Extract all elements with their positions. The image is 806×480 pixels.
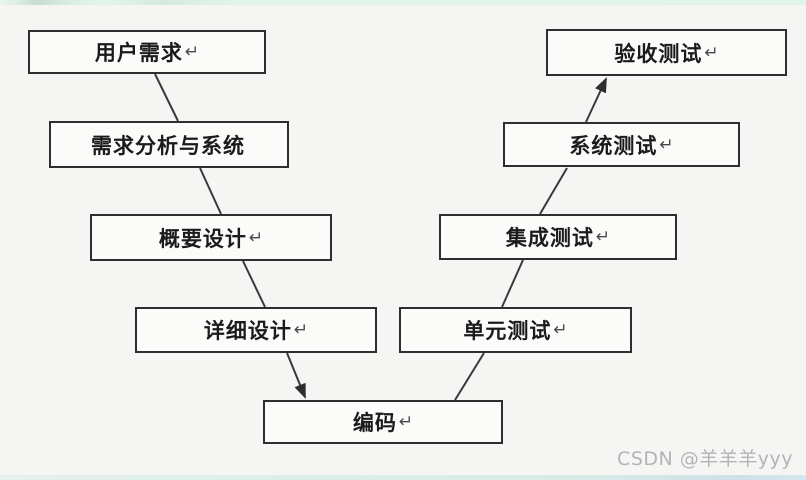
return-mark: ↵ xyxy=(659,134,674,155)
return-mark: ↵ xyxy=(398,412,414,432)
node-integration-test: 集成测试↵ xyxy=(439,214,677,260)
node-label: 验收测试 xyxy=(614,41,703,66)
bottom-edge-strip xyxy=(0,475,806,480)
node-outline-design: 概要设计↵ xyxy=(90,214,332,261)
node-system-test: 系统测试↵ xyxy=(503,122,740,167)
return-mark: ↵ xyxy=(184,42,200,62)
node-label: 单元测试 xyxy=(463,319,552,343)
node-requirements-analysis: 需求分析与系统 xyxy=(49,121,289,168)
return-mark: ↵ xyxy=(248,227,264,248)
node-label: 集成测试 xyxy=(505,226,594,250)
node-detailed-design: 详细设计↵ xyxy=(135,307,377,353)
node-acceptance-test: 验收测试↵ xyxy=(546,29,787,76)
node-label: 需求分析与系统 xyxy=(91,133,245,158)
node-label: 系统测试 xyxy=(569,133,658,158)
node-unit-test: 单元测试↵ xyxy=(399,307,632,353)
csdn-watermark: CSDN @羊羊羊yyy xyxy=(617,448,793,470)
node-label: 用户需求 xyxy=(94,41,183,65)
top-edge-strip xyxy=(0,0,806,5)
return-mark: ↵ xyxy=(553,320,568,340)
node-coding: 编码↵ xyxy=(263,400,503,444)
node-label: 概要设计 xyxy=(158,226,247,251)
return-mark: ↵ xyxy=(595,227,611,247)
node-label: 详细设计 xyxy=(203,319,292,343)
return-mark: ↵ xyxy=(293,320,309,340)
node-user-requirements: 用户需求↵ xyxy=(28,30,266,74)
node-label: 编码 xyxy=(352,411,397,435)
return-mark: ↵ xyxy=(704,42,719,63)
